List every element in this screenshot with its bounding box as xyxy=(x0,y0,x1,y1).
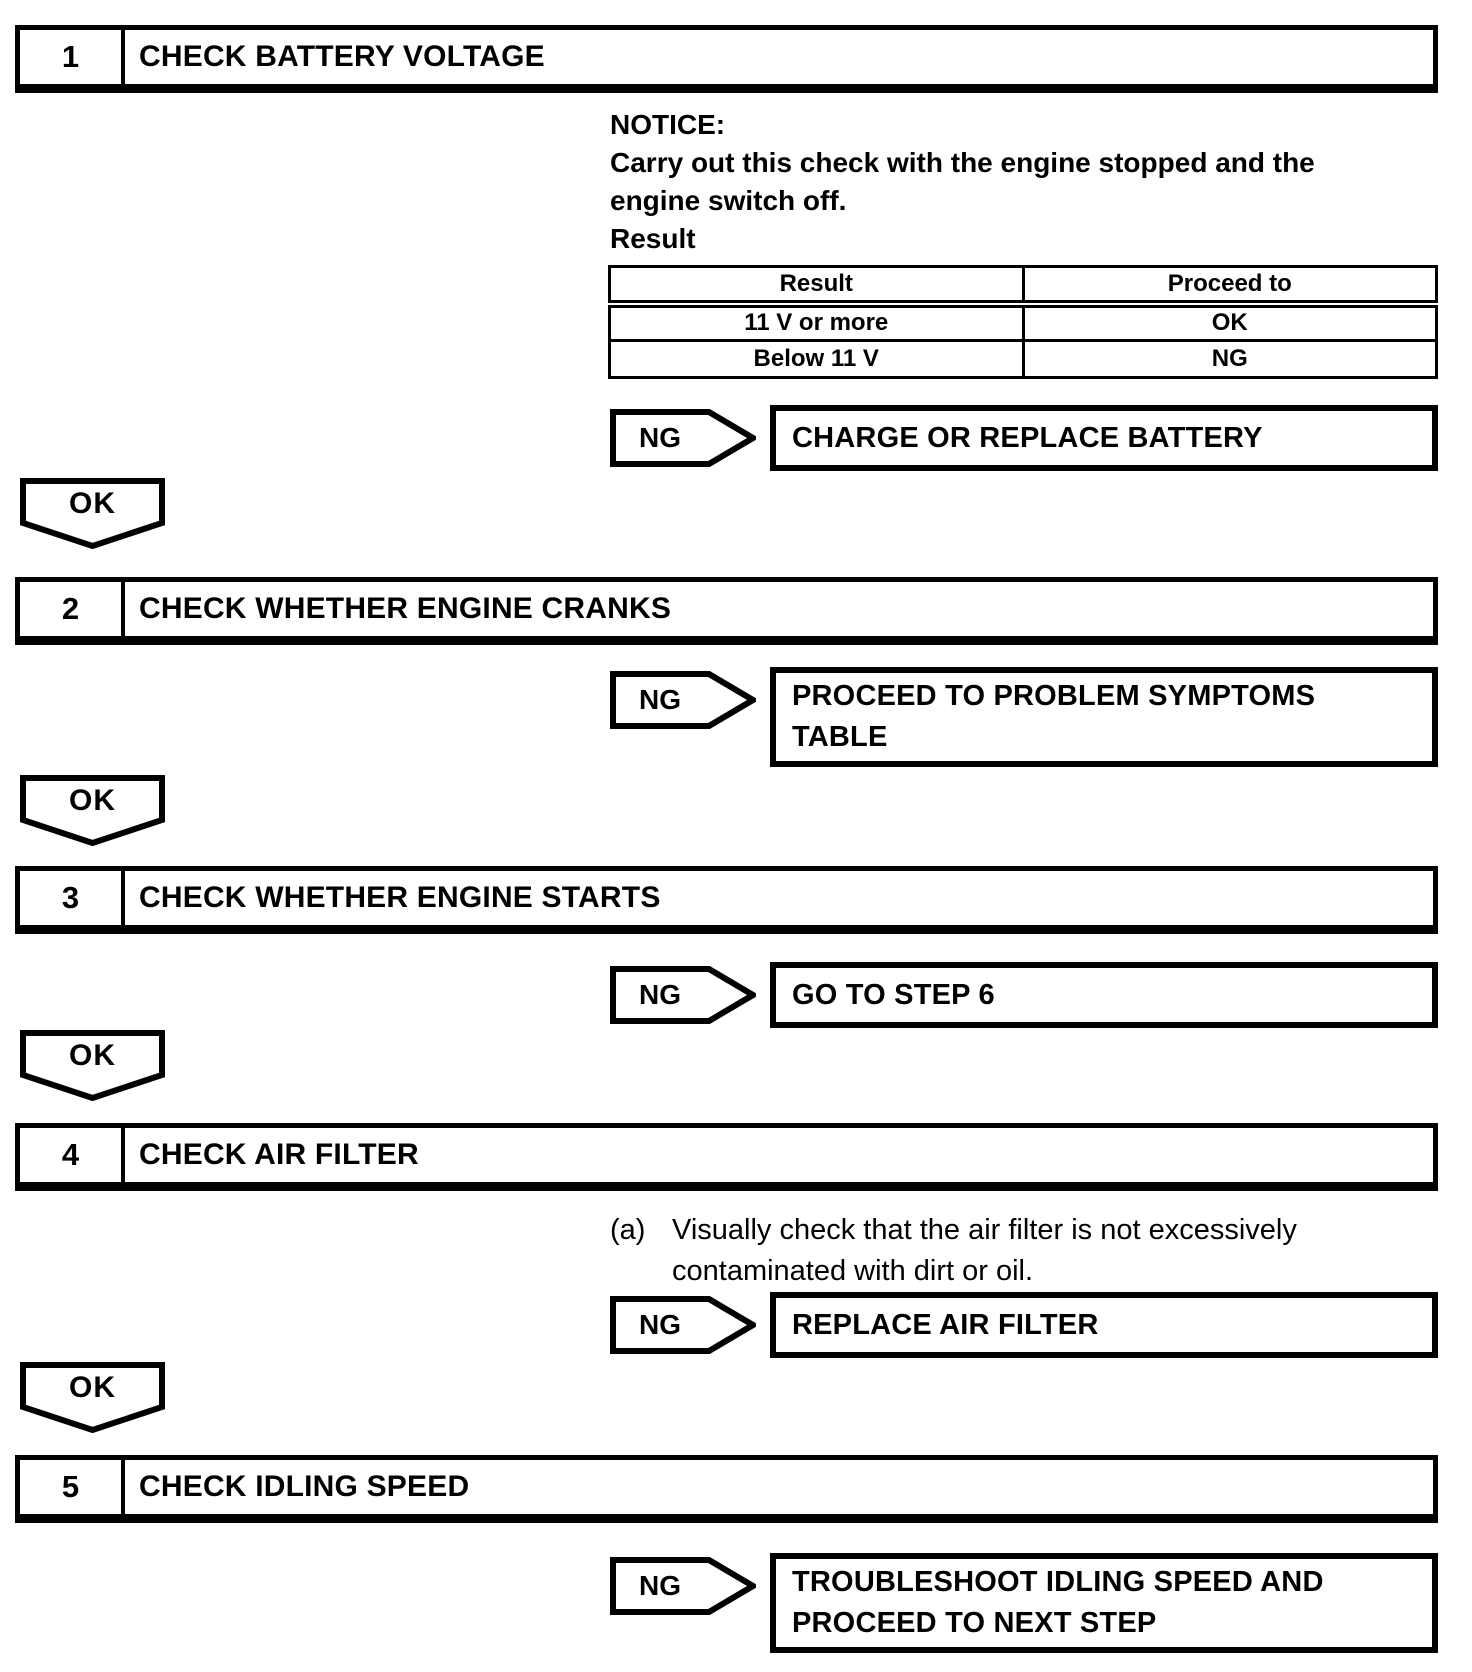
ok-pentagon-icon: OK xyxy=(20,1362,165,1433)
proceed-to-column-header: Proceed to xyxy=(1021,265,1438,308)
result-table: Result Proceed to 11 V or more OK Below … xyxy=(608,265,1438,379)
ng-action-text: GO TO STEP 6 xyxy=(792,978,995,1011)
step-box-5: 5 CHECK IDLING SPEED xyxy=(15,1455,1438,1523)
ng-action-box-3: GO TO STEP 6 xyxy=(770,962,1438,1028)
instruction-line-1: Visually check that the air filter is no… xyxy=(672,1214,1297,1246)
step-box-3: 3 CHECK WHETHER ENGINE STARTS xyxy=(15,866,1438,934)
ng-action-box-2: PROCEED TO PROBLEM SYMPTOMS TABLE xyxy=(770,667,1438,767)
step-title: CHECK WHETHER ENGINE CRANKS xyxy=(139,592,672,625)
result-label: Result xyxy=(610,223,696,254)
ng-arrow-icon: NG xyxy=(610,409,756,467)
ng-label: NG xyxy=(639,979,681,1010)
ng-action-text: REPLACE AIR FILTER xyxy=(792,1308,1099,1341)
step-box-4: 4 CHECK AIR FILTER xyxy=(15,1123,1438,1191)
instruction-a: (a) Visually check that the air filter i… xyxy=(610,1210,1297,1292)
ng-action-text: CHARGE OR REPLACE BATTERY xyxy=(792,421,1263,454)
ng-label: NG xyxy=(639,1570,681,1601)
notice-block: NOTICE: Carry out this check with the en… xyxy=(610,106,1410,258)
ok-pentagon-icon: OK xyxy=(20,1030,165,1101)
ng-action-text: TABLE xyxy=(792,721,888,753)
ng-action-box-1: CHARGE OR REPLACE BATTERY xyxy=(770,405,1438,471)
notice-heading: NOTICE: xyxy=(610,109,726,140)
ng-arrow-icon: NG xyxy=(610,1296,756,1354)
ng-action-text: PROCEED TO NEXT STEP xyxy=(792,1607,1157,1639)
step-number: 4 xyxy=(20,1128,125,1182)
ng-arrow-icon: NG xyxy=(610,671,756,729)
ng-label: NG xyxy=(639,684,681,715)
step-number: 5 xyxy=(20,1460,125,1514)
ng-arrow-icon: NG xyxy=(610,1557,756,1615)
ok-label: OK xyxy=(69,1039,116,1072)
step-title: CHECK IDLING SPEED xyxy=(139,1470,470,1503)
instruction-marker: (a) xyxy=(610,1214,646,1246)
step-title: CHECK BATTERY VOLTAGE xyxy=(139,40,545,73)
result-table-header-row: Result Proceed to xyxy=(608,265,1438,308)
result-column-header: Result xyxy=(608,265,1025,308)
ok-pentagon-icon: OK xyxy=(20,478,165,549)
instruction-line-2: contaminated with dirt or oil. xyxy=(672,1255,1034,1287)
result-cell: 11 V or more xyxy=(608,302,1025,342)
notice-line-2: engine switch off. xyxy=(610,185,847,216)
proceed-to-cell: NG xyxy=(1021,339,1438,379)
ng-action-box-5: TROUBLESHOOT IDLING SPEED AND PROCEED TO… xyxy=(770,1553,1438,1653)
ng-action-text: TROUBLESHOOT IDLING SPEED AND xyxy=(792,1566,1324,1598)
result-cell: Below 11 V xyxy=(608,339,1025,379)
step-number: 3 xyxy=(20,871,125,925)
step-number: 1 xyxy=(20,30,125,84)
notice-line-1: Carry out this check with the engine sto… xyxy=(610,147,1315,178)
step-title: CHECK AIR FILTER xyxy=(139,1138,419,1171)
step-title: CHECK WHETHER ENGINE STARTS xyxy=(139,881,661,914)
ng-arrow-icon: NG xyxy=(610,966,756,1024)
ok-label: OK xyxy=(69,1371,116,1404)
step-box-1: 1 CHECK BATTERY VOLTAGE xyxy=(15,25,1438,93)
ok-pentagon-icon: OK xyxy=(20,775,165,846)
table-row: Below 11 V NG xyxy=(608,339,1438,379)
ok-label: OK xyxy=(69,487,116,520)
step-box-2: 2 CHECK WHETHER ENGINE CRANKS xyxy=(15,577,1438,645)
ng-label: NG xyxy=(639,422,681,453)
proceed-to-cell: OK xyxy=(1021,302,1438,342)
ng-action-text: PROCEED TO PROBLEM SYMPTOMS xyxy=(792,680,1316,712)
table-row: 11 V or more OK xyxy=(608,302,1438,342)
step-number: 2 xyxy=(20,582,125,636)
ng-label: NG xyxy=(639,1309,681,1340)
ok-label: OK xyxy=(69,784,116,817)
instruction-text: Visually check that the air filter is no… xyxy=(672,1210,1297,1292)
ng-action-box-4: REPLACE AIR FILTER xyxy=(770,1292,1438,1358)
